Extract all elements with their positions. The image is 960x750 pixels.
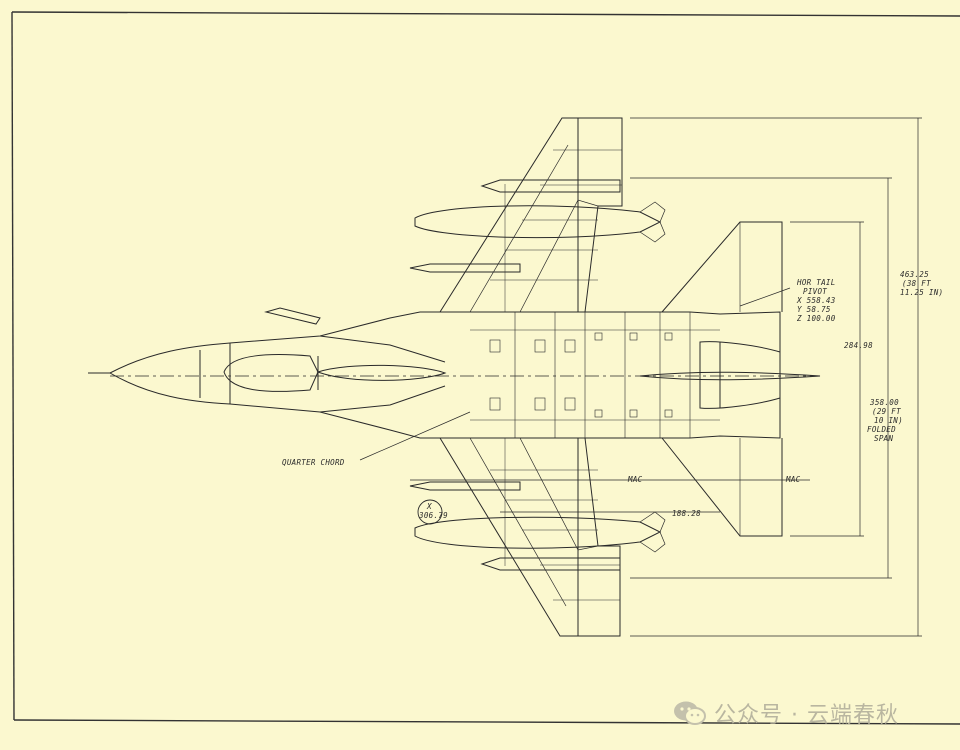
drawing-border xyxy=(11,11,960,725)
overall-length-value: 463.25 xyxy=(900,270,929,279)
dimension-lines xyxy=(359,117,922,637)
folded-span-word-1: FOLDED xyxy=(867,425,896,434)
quarter-chord-label: QUARTER CHORD xyxy=(282,458,345,467)
folded-span-ft: (29 FT xyxy=(872,407,901,416)
mac-label-right: MAC xyxy=(785,475,801,484)
hor-tail-pivot-line-5: Z 100.00 xyxy=(796,314,836,323)
x-station-marker xyxy=(417,499,443,525)
folded-span-in: 10 IN) xyxy=(874,416,903,425)
folded-span-word-2: SPAN xyxy=(874,434,893,443)
hor-tail-pivot-line-3: X 558.43 xyxy=(796,296,836,305)
watermark: 公众号 · 云端春秋 xyxy=(672,697,899,729)
x-station-letter: X xyxy=(426,502,432,511)
folded-span-value: 358.00 xyxy=(869,398,899,407)
watermark-text: 公众号 · 云端春秋 xyxy=(714,703,899,728)
x-station-value: 306.79 xyxy=(418,511,448,520)
mac-dimension-label: 188.28 xyxy=(672,509,701,518)
folded-span-label: 358.00 (29 FT 10 IN) FOLDED SPAN xyxy=(867,398,903,443)
overall-length-ft: (38 FT xyxy=(902,279,931,288)
overall-length-label: 463.25 (38 FT 11.25 IN) xyxy=(900,270,943,297)
mac-label-left: MAC xyxy=(627,475,643,484)
hor-tail-pivot-line-1: HOR TAIL xyxy=(796,278,836,287)
hor-tail-pivot-label: HOR TAIL PIVOT X 558.43 Y 58.75 Z 100.00 xyxy=(796,278,836,323)
overall-length-in: 11.25 IN) xyxy=(900,288,943,297)
span-inner-label: 284.98 xyxy=(844,341,873,350)
hor-tail-pivot-line-2: PIVOT xyxy=(803,287,827,296)
wechat-icon xyxy=(674,701,706,725)
hor-tail-pivot-line-4: Y 58.75 xyxy=(797,305,831,314)
aircraft-outline xyxy=(88,117,821,637)
